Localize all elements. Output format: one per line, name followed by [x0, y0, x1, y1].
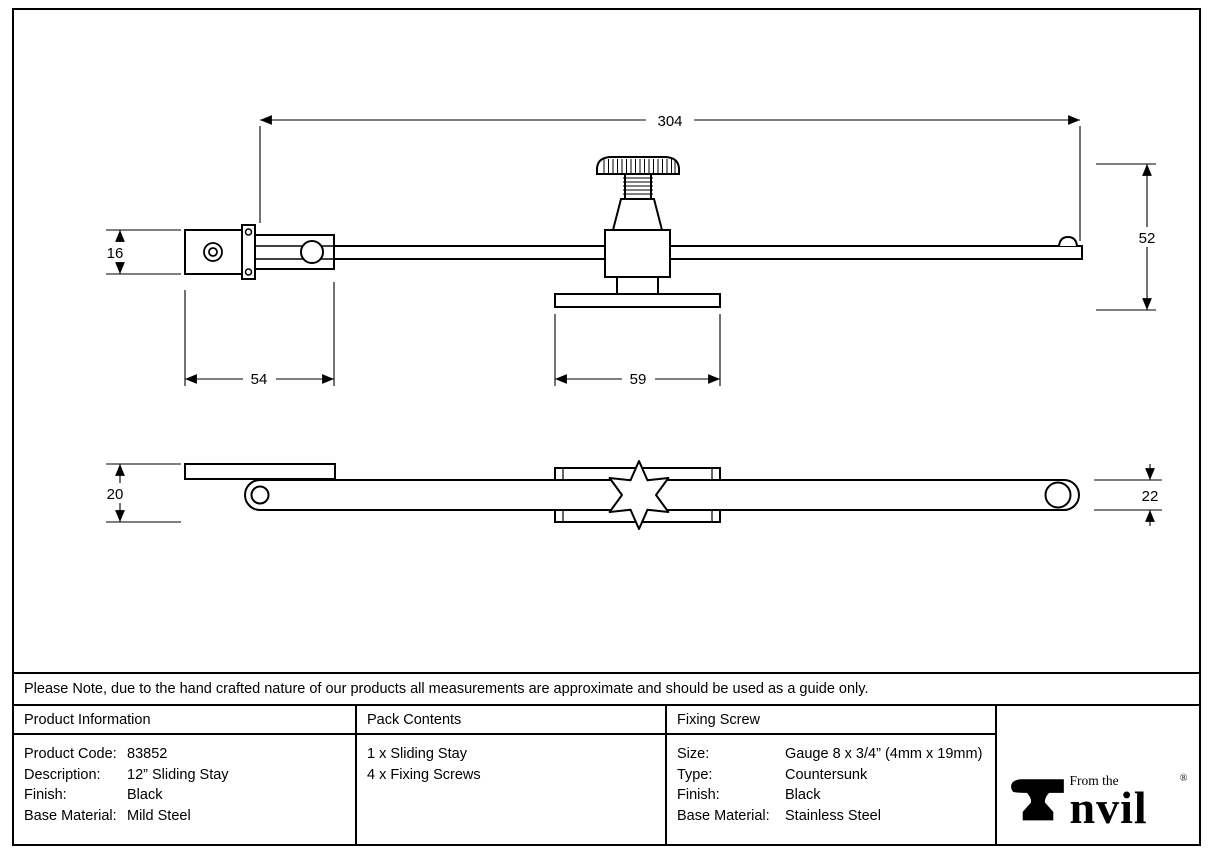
plate-screw-hole-outer: [203, 242, 223, 262]
logo-brand: nvil: [1069, 782, 1148, 833]
pivot-hole-plan: [250, 485, 270, 505]
plate-screw-hole-inner: [208, 247, 218, 257]
screw-type-label: Type:: [677, 766, 713, 783]
screw-material-label: Base Material:: [677, 807, 770, 824]
pack-item: 1 x Sliding Stay: [367, 746, 467, 762]
table-row: Type: Countersunk: [677, 765, 985, 786]
technical-drawing: 304 52 16: [14, 10, 1199, 672]
base-material-value: Mild Steel: [127, 807, 191, 824]
product-code-label: Product Code:: [24, 746, 117, 762]
pack-item: 4 x Fixing Screws: [367, 766, 481, 783]
info-table: Product Information Product Code: 83852 …: [14, 704, 1199, 844]
pack-contents-section: Pack Contents 1 x Sliding Stay 4 x Fixin…: [355, 706, 665, 844]
dim-overall-height-label: 52: [1139, 230, 1156, 247]
screw-size-label: Size:: [677, 746, 710, 762]
logo-from-the: From the: [1069, 773, 1119, 788]
stay-bar-side: [333, 245, 1083, 260]
pack-contents-header: Pack Contents: [357, 706, 665, 735]
pivot-rivet: [300, 240, 324, 264]
screw-size-value: Gauge 8 x 3/4” (4mm x 19mm): [785, 746, 983, 762]
mount-plate-plan: [184, 463, 336, 480]
fixing-screw-header: Fixing Screw: [667, 706, 995, 735]
screw-type-value: Countersunk: [785, 766, 868, 783]
table-row: Description: 12” Sliding Stay: [24, 765, 345, 786]
drawing-canvas: 304 52 16: [100, 110, 1162, 530]
screw-finish-value: Black: [785, 787, 821, 803]
end-pin-dome: [1058, 235, 1078, 247]
dim-plate-depth-label: 20: [107, 486, 124, 503]
dim-hinge-width: 54: [184, 282, 335, 388]
anvil-icon: [1010, 779, 1064, 821]
note-text: Please Note, due to the hand crafted nat…: [24, 681, 869, 697]
table-row: Base Material: Mild Steel: [24, 806, 345, 827]
product-code-value: 83852: [127, 746, 168, 762]
note-row: Please Note, due to the hand crafted nat…: [14, 672, 1199, 704]
star-knob-plan: [608, 460, 670, 530]
knob-knurling: [603, 159, 676, 173]
finish-label: Finish:: [24, 787, 67, 803]
mount-plate-side: [184, 229, 243, 275]
dim-plate-depth: 20: [100, 463, 181, 523]
anvil-logo: From the ® nvil: [997, 706, 1199, 844]
riser-taper: [611, 198, 664, 231]
dim-hinge-width-label: 54: [251, 371, 268, 388]
description-value: 12” Sliding Stay: [127, 766, 229, 783]
spec-sheet-frame: 304 52 16: [12, 8, 1201, 846]
thread-lines: [623, 177, 653, 195]
table-row: Finish: Black: [24, 785, 345, 806]
stay-bar-plan: [244, 479, 1080, 511]
fixing-screw-section: Fixing Screw Size: Gauge 8 x 3/4” (4mm x…: [665, 706, 995, 844]
table-row: Product Code: 83852: [24, 744, 345, 765]
side-view: [184, 156, 1083, 308]
base-material-label: Base Material:: [24, 807, 117, 824]
product-information-section: Product Information Product Code: 83852 …: [14, 706, 355, 844]
riser-block: [604, 229, 671, 278]
dim-bar-height-label: 16: [107, 245, 124, 262]
screw-finish-label: Finish:: [677, 787, 720, 803]
table-row: Base Material: Stainless Steel: [677, 806, 985, 827]
riser-neck-lower: [616, 276, 659, 295]
description-label: Description:: [24, 766, 101, 783]
finish-value: Black: [127, 787, 163, 803]
dim-end-width-label: 22: [1142, 488, 1159, 505]
dim-overall-length-label: 304: [657, 113, 682, 130]
end-hole-plan: [1044, 481, 1072, 509]
dim-base-width-label: 59: [630, 371, 647, 388]
dim-overall-length: 304: [259, 110, 1081, 241]
dim-bar-height: 16: [100, 229, 181, 275]
screw-material-value: Stainless Steel: [785, 807, 881, 824]
product-information-header: Product Information: [14, 706, 355, 735]
dimensions: 304 52 16: [100, 110, 1162, 526]
table-row: Size: Gauge 8 x 3/4” (4mm x 19mm): [677, 744, 985, 765]
logo-text: From the ® nvil: [1069, 773, 1188, 833]
plan-view: [184, 460, 1080, 530]
brand-section: From the ® nvil: [995, 706, 1199, 844]
dim-overall-height: 52: [1096, 163, 1161, 311]
pivot-upright: [241, 224, 256, 280]
dim-end-width: 22: [1094, 464, 1162, 526]
table-row: Finish: Black: [677, 785, 985, 806]
registered-mark: ®: [1179, 773, 1188, 784]
base-plate-side: [554, 293, 721, 308]
dim-base-width: 59: [554, 314, 721, 388]
